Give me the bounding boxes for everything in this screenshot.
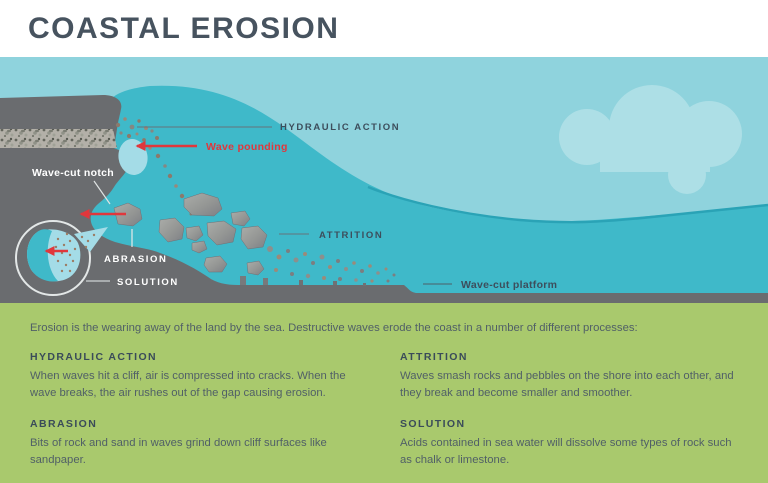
intro-text: Erosion is the wearing away of the land … <box>30 322 638 334</box>
label-attrition: ATTRITION <box>319 230 383 241</box>
info-columns: HYDRAULIC ACTION When waves hit a cliff,… <box>30 351 738 469</box>
attrition-rocks <box>113 192 268 276</box>
notch-line <box>93 180 111 205</box>
section-body: Bits of rock and sand in waves grind dow… <box>30 437 327 467</box>
section-abrasion: ABRASION Bits of rock and sand in waves … <box>30 418 368 469</box>
erosion-diagram: HYDRAULIC ACTION Wave pounding Wave-cut … <box>0 57 768 303</box>
section-attrition: ATTRITION Waves smash rocks and pebbles … <box>400 351 738 402</box>
cliff <box>0 95 768 303</box>
label-abrasion: ABRASION <box>104 254 167 265</box>
page-title: COASTAL EROSION <box>28 11 340 45</box>
label-wave-cut-platform: Wave-cut platform <box>461 279 557 291</box>
label-solution: SOLUTION <box>117 277 179 288</box>
sea-wave <box>86 85 768 303</box>
section-heading: HYDRAULIC ACTION <box>30 351 158 364</box>
section-solution: SOLUTION Acids contained in sea water wi… <box>400 418 738 469</box>
section-body: When waves hit a cliff, air is compresse… <box>30 370 346 400</box>
header: COASTAL EROSION <box>0 0 768 57</box>
label-hydraulic-action: HYDRAULIC ACTION <box>280 122 400 133</box>
magnifier-wedge <box>74 227 108 252</box>
solution-magnifier <box>15 220 108 296</box>
label-wave-cut-notch: Wave-cut notch <box>32 167 114 179</box>
section-hydraulic-action: HYDRAULIC ACTION When waves hit a cliff,… <box>30 351 368 402</box>
section-body: Acids contained in sea water will dissol… <box>400 437 732 467</box>
rock-stratum-band <box>0 129 117 148</box>
section-heading: ATTRITION <box>400 351 468 364</box>
section-body: Waves smash rocks and pebbles on the sho… <box>400 370 734 400</box>
section-heading: SOLUTION <box>400 418 466 431</box>
pebbles <box>240 246 396 286</box>
label-wave-pounding: Wave pounding <box>206 141 288 153</box>
info-panel: Erosion is the wearing away of the land … <box>0 303 768 483</box>
cloud-icon <box>559 85 742 194</box>
section-heading: ABRASION <box>30 418 98 431</box>
sea-surface-edge <box>367 185 768 224</box>
